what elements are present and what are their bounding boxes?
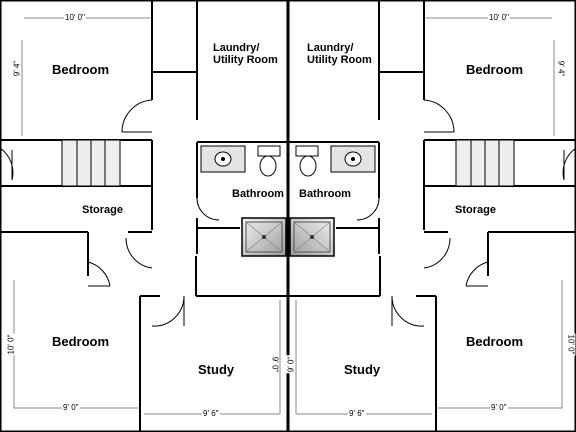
left-dim-bed-bottom-width: 9' 0" bbox=[62, 403, 80, 412]
right-bedroom-top-label: Bedroom bbox=[466, 62, 524, 77]
left-toilet-bowl bbox=[259, 155, 277, 177]
left-unit bbox=[0, 0, 290, 432]
right-laundry-label-line2: Utility Room bbox=[307, 54, 372, 66]
right-dim-bed-bottom-width: 9' 0" bbox=[490, 403, 508, 412]
right-dim-bed-top-width: 10' 0" bbox=[488, 13, 510, 22]
right-dim-study-height: 9' 0" bbox=[286, 355, 296, 374]
left-bathroom-label: Bathroom bbox=[232, 188, 284, 200]
right-study-label: Study bbox=[344, 362, 381, 377]
left-dim-bed-bottom-height: 10' 0" bbox=[6, 333, 16, 356]
left-laundry-label-line1: Laundry/ bbox=[213, 42, 260, 54]
right-dim-bed-top-height: 9' 4" bbox=[556, 59, 566, 78]
left-dim-bed-top-height: 9' 4" bbox=[12, 59, 22, 78]
left-dim-study-height: 9' 0" bbox=[270, 355, 280, 374]
left-bedroom-bottom-label: Bedroom bbox=[52, 334, 110, 349]
left-bedroom-top-label: Bedroom bbox=[52, 62, 110, 77]
left-study-label: Study bbox=[198, 362, 235, 377]
left-storage-label: Storage bbox=[82, 204, 123, 216]
left-toilet-tank bbox=[257, 145, 281, 157]
left-laundry-label-line2: Utility Room bbox=[213, 54, 278, 66]
right-bedroom-bottom-label: Bedroom bbox=[466, 334, 524, 349]
right-dim-study-width: 9' 6" bbox=[348, 409, 366, 418]
right-dim-bed-bottom-height: 10' 0" bbox=[566, 333, 576, 356]
left-dim-bed-top-width: 10' 0" bbox=[64, 13, 86, 22]
right-storage-label: Storage bbox=[455, 204, 496, 216]
right-laundry-label-line1: Laundry/ bbox=[307, 42, 354, 54]
right-unit bbox=[286, 0, 576, 432]
right-bathroom-label: Bathroom bbox=[299, 188, 351, 200]
left-dim-study-width: 9' 6" bbox=[202, 409, 220, 418]
